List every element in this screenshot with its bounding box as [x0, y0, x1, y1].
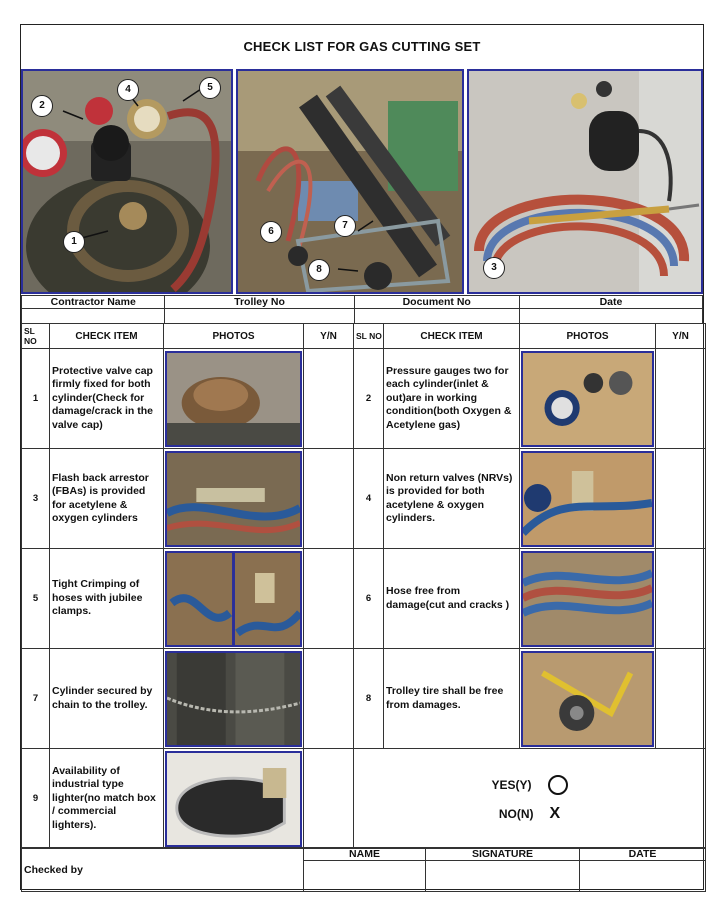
table-row: 3 Flash back arrestor (FBAs) is provided… [21, 448, 706, 549]
col-photos-2: PHOTOS [519, 323, 656, 349]
trolley-no-field[interactable] [164, 308, 355, 324]
footer-date-label: DATE [579, 847, 706, 861]
legend-no-label: NO(N) [498, 806, 534, 821]
callout-4: 4 [117, 79, 139, 101]
yn-cell[interactable] [655, 348, 706, 449]
check-item-text: Availability of industrial type lighter(… [49, 748, 164, 849]
yn-cell[interactable] [655, 548, 706, 649]
check-item-text: Hose free from damage(cut and cracks ) [383, 548, 520, 649]
item-number: 9 [21, 748, 50, 849]
col-check-item: CHECK ITEM [49, 323, 164, 349]
photo-cylinder-gauges: 2 4 5 1 [21, 69, 233, 294]
callout-2: 2 [31, 95, 53, 117]
check-item-text: Trolley tire shall be free from damages. [383, 648, 520, 749]
contractor-name-field[interactable] [20, 308, 166, 324]
check-item-text: Flash back arrestor (FBAs) is provided f… [49, 448, 164, 549]
item-number: 2 [353, 348, 384, 449]
item-number: 3 [21, 448, 50, 549]
document-no-label: Document No [353, 295, 520, 309]
item-number: 8 [353, 648, 384, 749]
photo-pressure-gauges [521, 350, 654, 447]
item-number: 1 [21, 348, 50, 449]
yn-cell[interactable] [303, 548, 354, 649]
col-sl-no-2: SL NO [353, 323, 384, 349]
table-row: 5 Tight Crimping of hoses with jubilee c… [21, 548, 706, 649]
yn-cell[interactable] [655, 448, 706, 549]
callout-7: 7 [334, 215, 356, 237]
signature-field[interactable] [425, 860, 580, 892]
yn-cell[interactable] [303, 448, 354, 549]
photo-valve-cap [165, 350, 302, 447]
legend-yes-label: YES(Y) [491, 777, 532, 792]
item-number: 6 [353, 548, 384, 649]
check-item-text: Non return valves (NRVs) is provided for… [383, 448, 520, 549]
legend-yes: YES(Y) [354, 774, 705, 795]
callout-1: 1 [63, 231, 85, 253]
document-header-fields: Contractor Name Trolley No Document No D… [20, 295, 704, 324]
col-check-item-2: CHECK ITEM [383, 323, 520, 349]
col-yn: Y/N [303, 323, 354, 349]
check-item-text: Cylinder secured by chain to the trolley… [49, 648, 164, 749]
cross-mark: X [549, 804, 561, 822]
yn-cell[interactable] [303, 348, 354, 449]
legend-no: NO(N) X [354, 805, 705, 823]
check-item-text: Tight Crimping of hoses with jubilee cla… [49, 548, 164, 649]
photo-flash-back-arrestor [165, 450, 302, 547]
callout-5: 5 [199, 77, 221, 99]
name-label: NAME [303, 847, 426, 861]
checklist-table: SL NO CHECK ITEM PHOTOS Y/N SL NO CHECK … [21, 323, 706, 849]
date-field[interactable] [518, 308, 704, 324]
col-photos: PHOTOS [163, 323, 304, 349]
photo-hose-condition [521, 550, 654, 647]
signature-label: SIGNATURE [425, 847, 580, 861]
photo-hose-crimping [165, 550, 302, 647]
table-row: 7 Cylinder secured by chain to the troll… [21, 648, 706, 749]
photo-industrial-lighter [165, 750, 302, 847]
page-title: CHECK LIST FOR GAS CUTTING SET [243, 39, 481, 54]
circle-icon [547, 774, 568, 795]
yn-cell[interactable] [303, 748, 354, 849]
checklist-sheet: CHECK LIST FOR GAS CUTTING SET 2 4 5 1 [20, 24, 706, 892]
trolley-no-label: Trolley No [164, 295, 355, 309]
contractor-name-label: Contractor Name [20, 295, 166, 309]
col-sl-no: SL NO [21, 323, 50, 349]
col-yn-2: Y/N [655, 323, 706, 349]
table-row: 1 Protective valve cap firmly fixed for … [21, 348, 706, 449]
name-field[interactable] [303, 860, 426, 892]
date-label: Date [518, 295, 704, 309]
document-no-field[interactable] [353, 308, 520, 324]
item-number: 5 [21, 548, 50, 649]
callout-3: 3 [483, 257, 505, 279]
check-item-text: Pressure gauges two for each cylinder(in… [383, 348, 520, 449]
photo-trolley: 6 7 8 [236, 69, 464, 294]
check-item-text: Protective valve cap firmly fixed for bo… [49, 348, 164, 449]
table-row: 9 Availability of industrial type lighte… [21, 748, 706, 849]
yn-cell[interactable] [303, 648, 354, 749]
footer-date-field[interactable] [579, 860, 706, 892]
callout-8: 8 [308, 259, 330, 281]
photo-non-return-valves [521, 450, 654, 547]
checked-by-label: Checked by [21, 847, 304, 892]
photo-hose-torch: 3 [467, 69, 703, 294]
photo-trolley-tire [521, 650, 654, 747]
item-number: 4 [353, 448, 384, 549]
callout-6: 6 [260, 221, 282, 243]
item-number: 7 [21, 648, 50, 749]
checked-by-footer: Checked by NAME SIGNATURE DATE [21, 847, 706, 892]
photo-cylinder-chain [165, 650, 302, 747]
yn-cell[interactable] [655, 648, 706, 749]
yn-legend: YES(Y) NO(N) X [353, 748, 706, 849]
